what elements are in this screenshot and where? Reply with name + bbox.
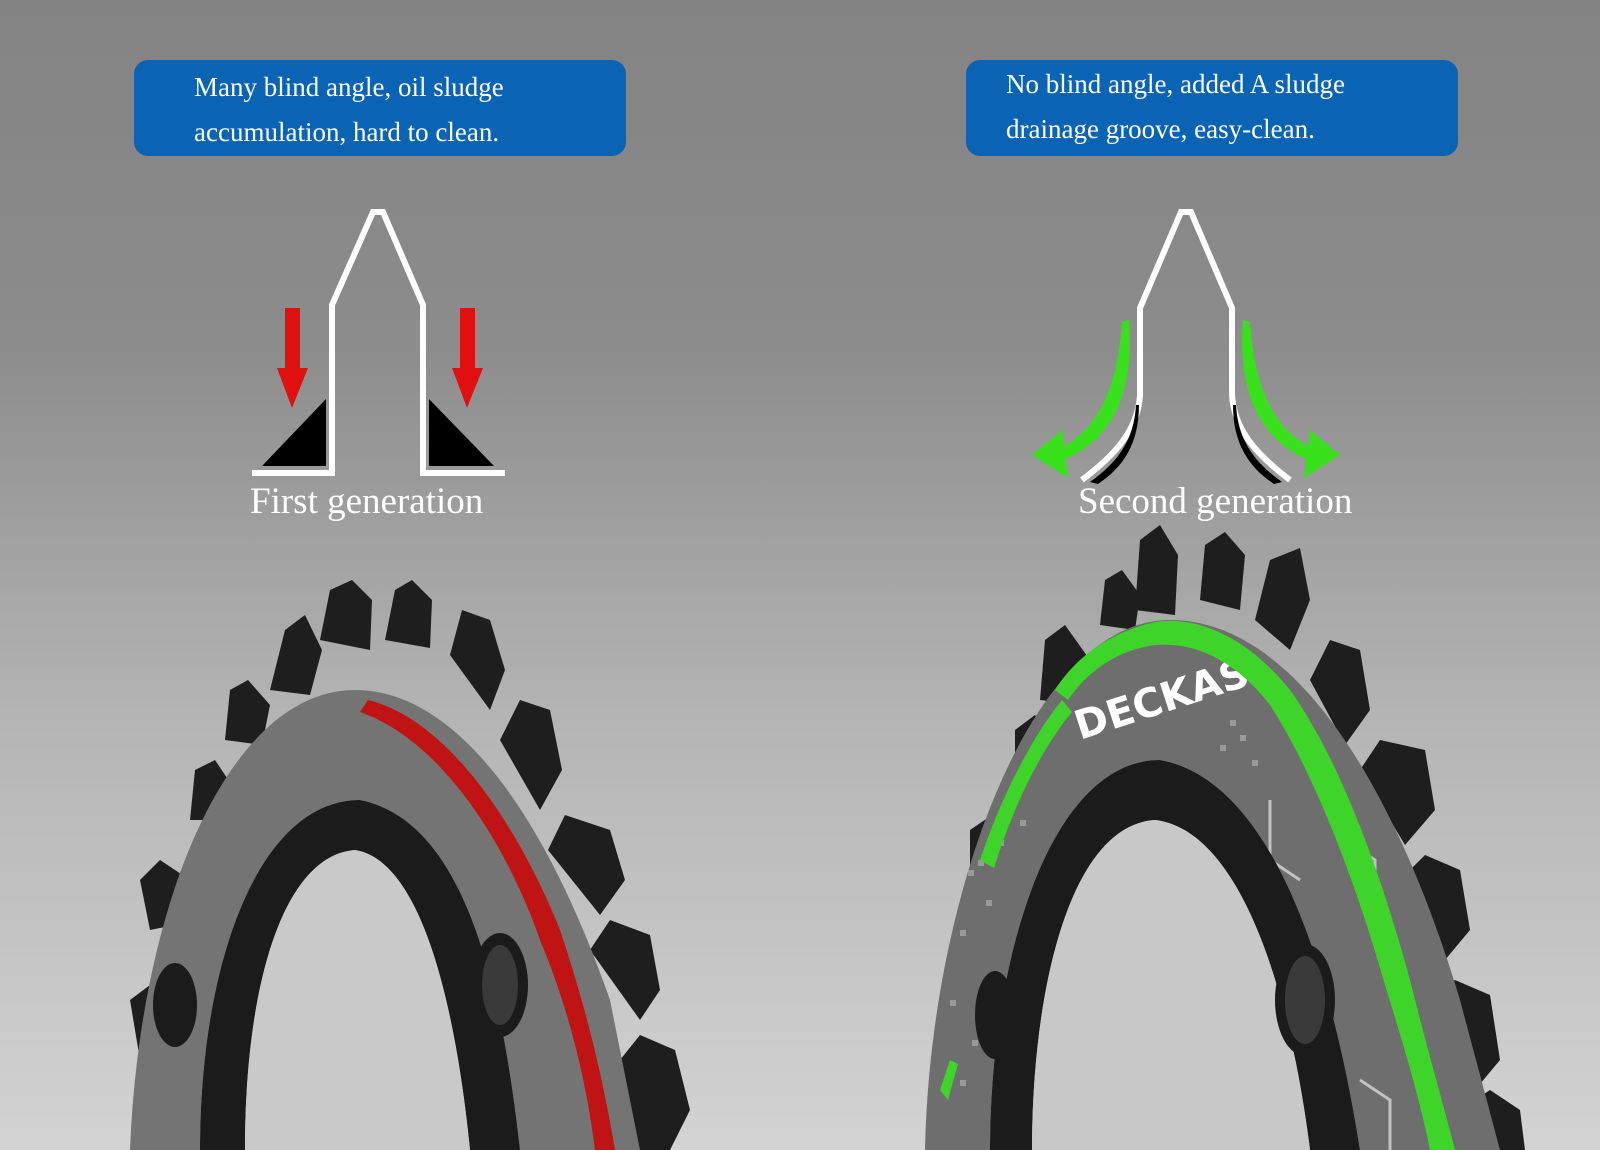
first-generation-callout: Many blind angle, oil sludge accumulatio… [134,60,626,156]
first-generation-chainring-image [130,580,690,1150]
second-generation-tooth-profile-icon [1032,209,1340,484]
curved-flow-arrow-icon [1242,320,1340,478]
second-generation-label: Second generation [1078,481,1353,522]
second-generation-callout-line-2: drainage groove, easy-clean. [1006,114,1315,144]
first-generation-panel: Many blind angle, oil sludge accumulatio… [130,60,690,1150]
second-generation-callout-line-1: No blind angle, added A sludge [1006,69,1345,99]
down-arrow-icon [452,308,483,408]
drainage-groove-icon [1090,405,1139,484]
first-generation-callout-line-1: Many blind angle, oil sludge [194,72,504,102]
drainage-groove-icon [1233,405,1282,484]
second-generation-panel: DECKAS No blind angle, added A sludge dr… [800,0,1600,1150]
down-arrow-icon [277,308,308,408]
curved-flow-arrow-icon [1032,320,1130,478]
second-generation-callout: No blind angle, added A sludge drainage … [966,60,1458,156]
first-generation-callout-line-2: accumulation, hard to clean. [194,117,500,147]
blind-angle-triangle-icon [262,399,326,466]
blind-angle-triangle-icon [429,399,494,466]
first-generation-tooth-profile-icon [252,209,505,476]
first-generation-label: First generation [250,481,484,522]
second-generation-chainring-image: DECKAS [925,525,1525,1150]
